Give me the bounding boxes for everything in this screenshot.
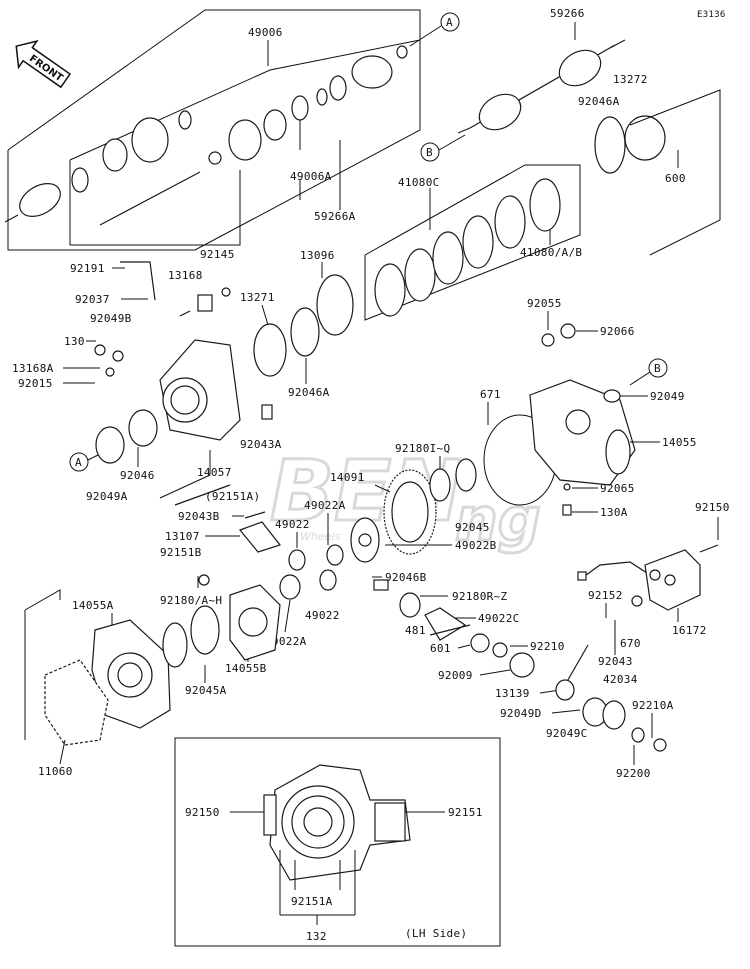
output-parts-right bbox=[555, 644, 667, 752]
label-13139: 13139 bbox=[495, 687, 530, 700]
carrier-14055b bbox=[162, 574, 281, 668]
front-arrow-icon: FRONT bbox=[15, 39, 72, 89]
label-13168a: 13168A bbox=[12, 362, 54, 375]
label-92045-right: 92045 bbox=[455, 521, 490, 534]
label-671: 671 bbox=[480, 388, 501, 401]
label-49022c: 49022C bbox=[478, 612, 520, 625]
label-92049c: 92049C bbox=[546, 727, 588, 740]
callout-a-top: A bbox=[409, 12, 460, 47]
label-92210a: 92210A bbox=[632, 699, 674, 712]
pinion-gear bbox=[424, 607, 535, 678]
label-14055: 14055 bbox=[662, 436, 697, 449]
label-49022a-top: 49022A bbox=[304, 499, 346, 512]
label-92046a-mid: 92046A bbox=[288, 386, 330, 399]
label-14055b: 14055B bbox=[225, 662, 267, 675]
rear-drive-shaft-group bbox=[457, 22, 721, 256]
ring-gear-group bbox=[383, 458, 572, 555]
label-13168: 13168 bbox=[168, 269, 203, 282]
label-92055: 92055 bbox=[527, 297, 562, 310]
label-92045a: 92045A bbox=[185, 684, 227, 697]
label-59266a: 59266A bbox=[314, 210, 356, 223]
housing-14055a bbox=[24, 589, 171, 746]
label-49022-b: 49022 bbox=[305, 609, 340, 622]
label-92150-inset: 92150 bbox=[185, 806, 220, 819]
label-92180iq: 92180I~Q bbox=[395, 442, 450, 455]
label-14091: 14091 bbox=[330, 471, 365, 484]
label-601: 601 bbox=[430, 642, 451, 655]
callout-a-left: A bbox=[69, 452, 99, 472]
label-92065: 92065 bbox=[600, 482, 635, 495]
label-49022-a: 49022 bbox=[275, 518, 310, 531]
watermark-subtext: Wheels bbox=[300, 530, 340, 543]
label-13272: 13272 bbox=[613, 73, 648, 86]
label-14055a: 14055A bbox=[72, 599, 114, 612]
callout-b-right: B bbox=[629, 358, 668, 386]
label-11060: 11060 bbox=[38, 765, 73, 778]
label-92049a: 92049A bbox=[86, 490, 128, 503]
label-130: 130 bbox=[64, 335, 85, 348]
label-92043a: 92043A bbox=[240, 438, 282, 451]
label-92152: 92152 bbox=[588, 589, 623, 602]
label-130a: 130A bbox=[600, 506, 628, 519]
callout-a-left-letter: A bbox=[75, 456, 82, 469]
label-41080ab: 41080/A/B bbox=[520, 246, 582, 259]
label-92150-right: 92150 bbox=[695, 501, 730, 514]
diagram-code: E3136 bbox=[697, 10, 726, 20]
label-92180rz: 92180R~Z bbox=[452, 590, 507, 603]
label-16172: 16172 bbox=[672, 624, 707, 637]
label-13107: 13107 bbox=[165, 530, 200, 543]
callout-b-top: B bbox=[420, 134, 466, 162]
differential-gears bbox=[238, 511, 380, 600]
label-lh-side: (LH Side) bbox=[405, 927, 467, 940]
actuator-16172 bbox=[577, 544, 719, 611]
label-92200: 92200 bbox=[616, 767, 651, 780]
left-housing-group bbox=[94, 261, 354, 506]
label-49006: 49006 bbox=[248, 26, 283, 39]
label-132: 132 bbox=[306, 930, 327, 943]
label-13271: 13271 bbox=[240, 291, 275, 304]
label-670: 670 bbox=[620, 637, 641, 650]
label-13096: 13096 bbox=[300, 249, 335, 262]
label-92046: 92046 bbox=[120, 469, 155, 482]
label-92049: 92049 bbox=[650, 390, 685, 403]
label-42034: 42034 bbox=[603, 673, 638, 686]
label-14057: 14057 bbox=[197, 466, 232, 479]
label-49022b: 49022B bbox=[455, 539, 497, 552]
label-92043-low: 92043 bbox=[598, 655, 633, 668]
label-92049d: 92049D bbox=[500, 707, 542, 720]
label-92066: 92066 bbox=[600, 325, 635, 338]
callout-b-right-letter: B bbox=[654, 362, 661, 375]
label-49006a: 49006A bbox=[290, 170, 332, 183]
label-92180ah: 92180/A~H bbox=[160, 594, 222, 607]
callout-a-top-letter: A bbox=[446, 16, 453, 29]
label-92151a-paren: (92151A) bbox=[205, 490, 260, 503]
label-92151-inset: 92151 bbox=[448, 806, 483, 819]
lh-side-inset bbox=[174, 737, 501, 947]
label-92210-a: 92210 bbox=[530, 640, 565, 653]
clutch-plates-group bbox=[364, 164, 581, 321]
label-92046b: 92046B bbox=[385, 571, 427, 584]
label-92151a-inset: 92151A bbox=[291, 895, 333, 908]
label-481: 481 bbox=[405, 624, 426, 637]
label-92046a-top: 92046A bbox=[578, 95, 620, 108]
label-92043b: 92043B bbox=[178, 510, 220, 523]
label-92015: 92015 bbox=[18, 377, 53, 390]
front-drive-shaft-group bbox=[4, 9, 421, 251]
label-600: 600 bbox=[665, 172, 686, 185]
label-41080c: 41080C bbox=[398, 176, 440, 189]
label-92151b: 92151B bbox=[160, 546, 202, 559]
label-92191: 92191 bbox=[70, 262, 105, 275]
right-housing-14055 bbox=[529, 379, 636, 486]
callout-b-top-letter: B bbox=[426, 146, 433, 159]
label-92049b: 92049B bbox=[90, 312, 132, 325]
label-92037: 92037 bbox=[75, 293, 110, 306]
label-92009: 92009 bbox=[438, 669, 473, 682]
label-92145: 92145 bbox=[200, 248, 235, 261]
label-59266: 59266 bbox=[550, 7, 585, 20]
